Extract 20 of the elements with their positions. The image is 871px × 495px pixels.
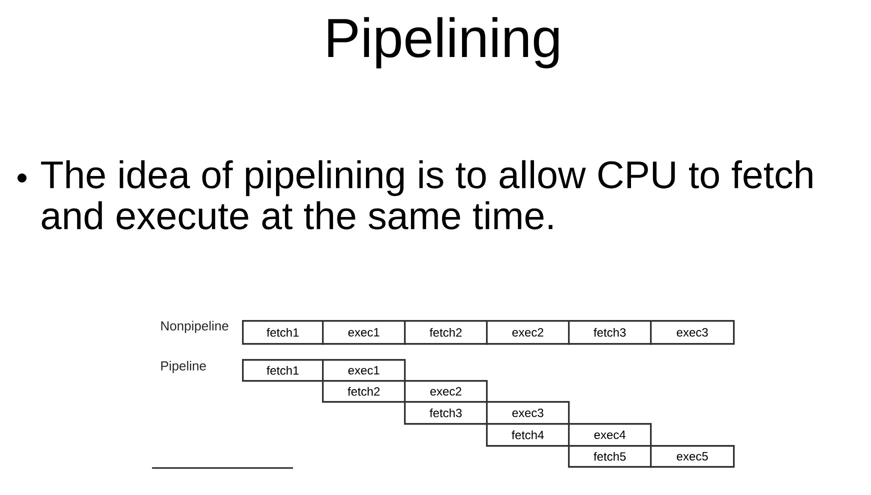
stage-box: exec4	[568, 422, 652, 447]
stage-box: fetch4	[486, 422, 570, 447]
stage-box: fetch3	[404, 400, 488, 425]
stage-box: exec2	[486, 320, 570, 345]
stage-box: exec3	[486, 400, 570, 425]
stage-box: fetch1	[242, 358, 324, 382]
bullet-text: The idea of pipelining is to allow CPU to fetch and execute at the same time.	[41, 160, 812, 230]
stage-box: exec1	[322, 358, 406, 382]
slide-title: Pipelining	[328, 17, 559, 68]
stage-box: fetch5	[568, 444, 652, 468]
stage-box: fetch3	[568, 320, 652, 345]
stage-box: fetch2	[322, 380, 406, 403]
stage-box: fetch2	[404, 320, 488, 345]
stage-box: exec3	[650, 320, 735, 345]
stage-box: fetch1	[242, 320, 324, 345]
stage-box: exec2	[404, 380, 488, 403]
stage-box: exec5	[650, 444, 735, 468]
row-label: Nonpipeline	[161, 320, 228, 334]
row-label: Pipeline	[161, 360, 206, 374]
stage-box: exec1	[322, 320, 406, 345]
